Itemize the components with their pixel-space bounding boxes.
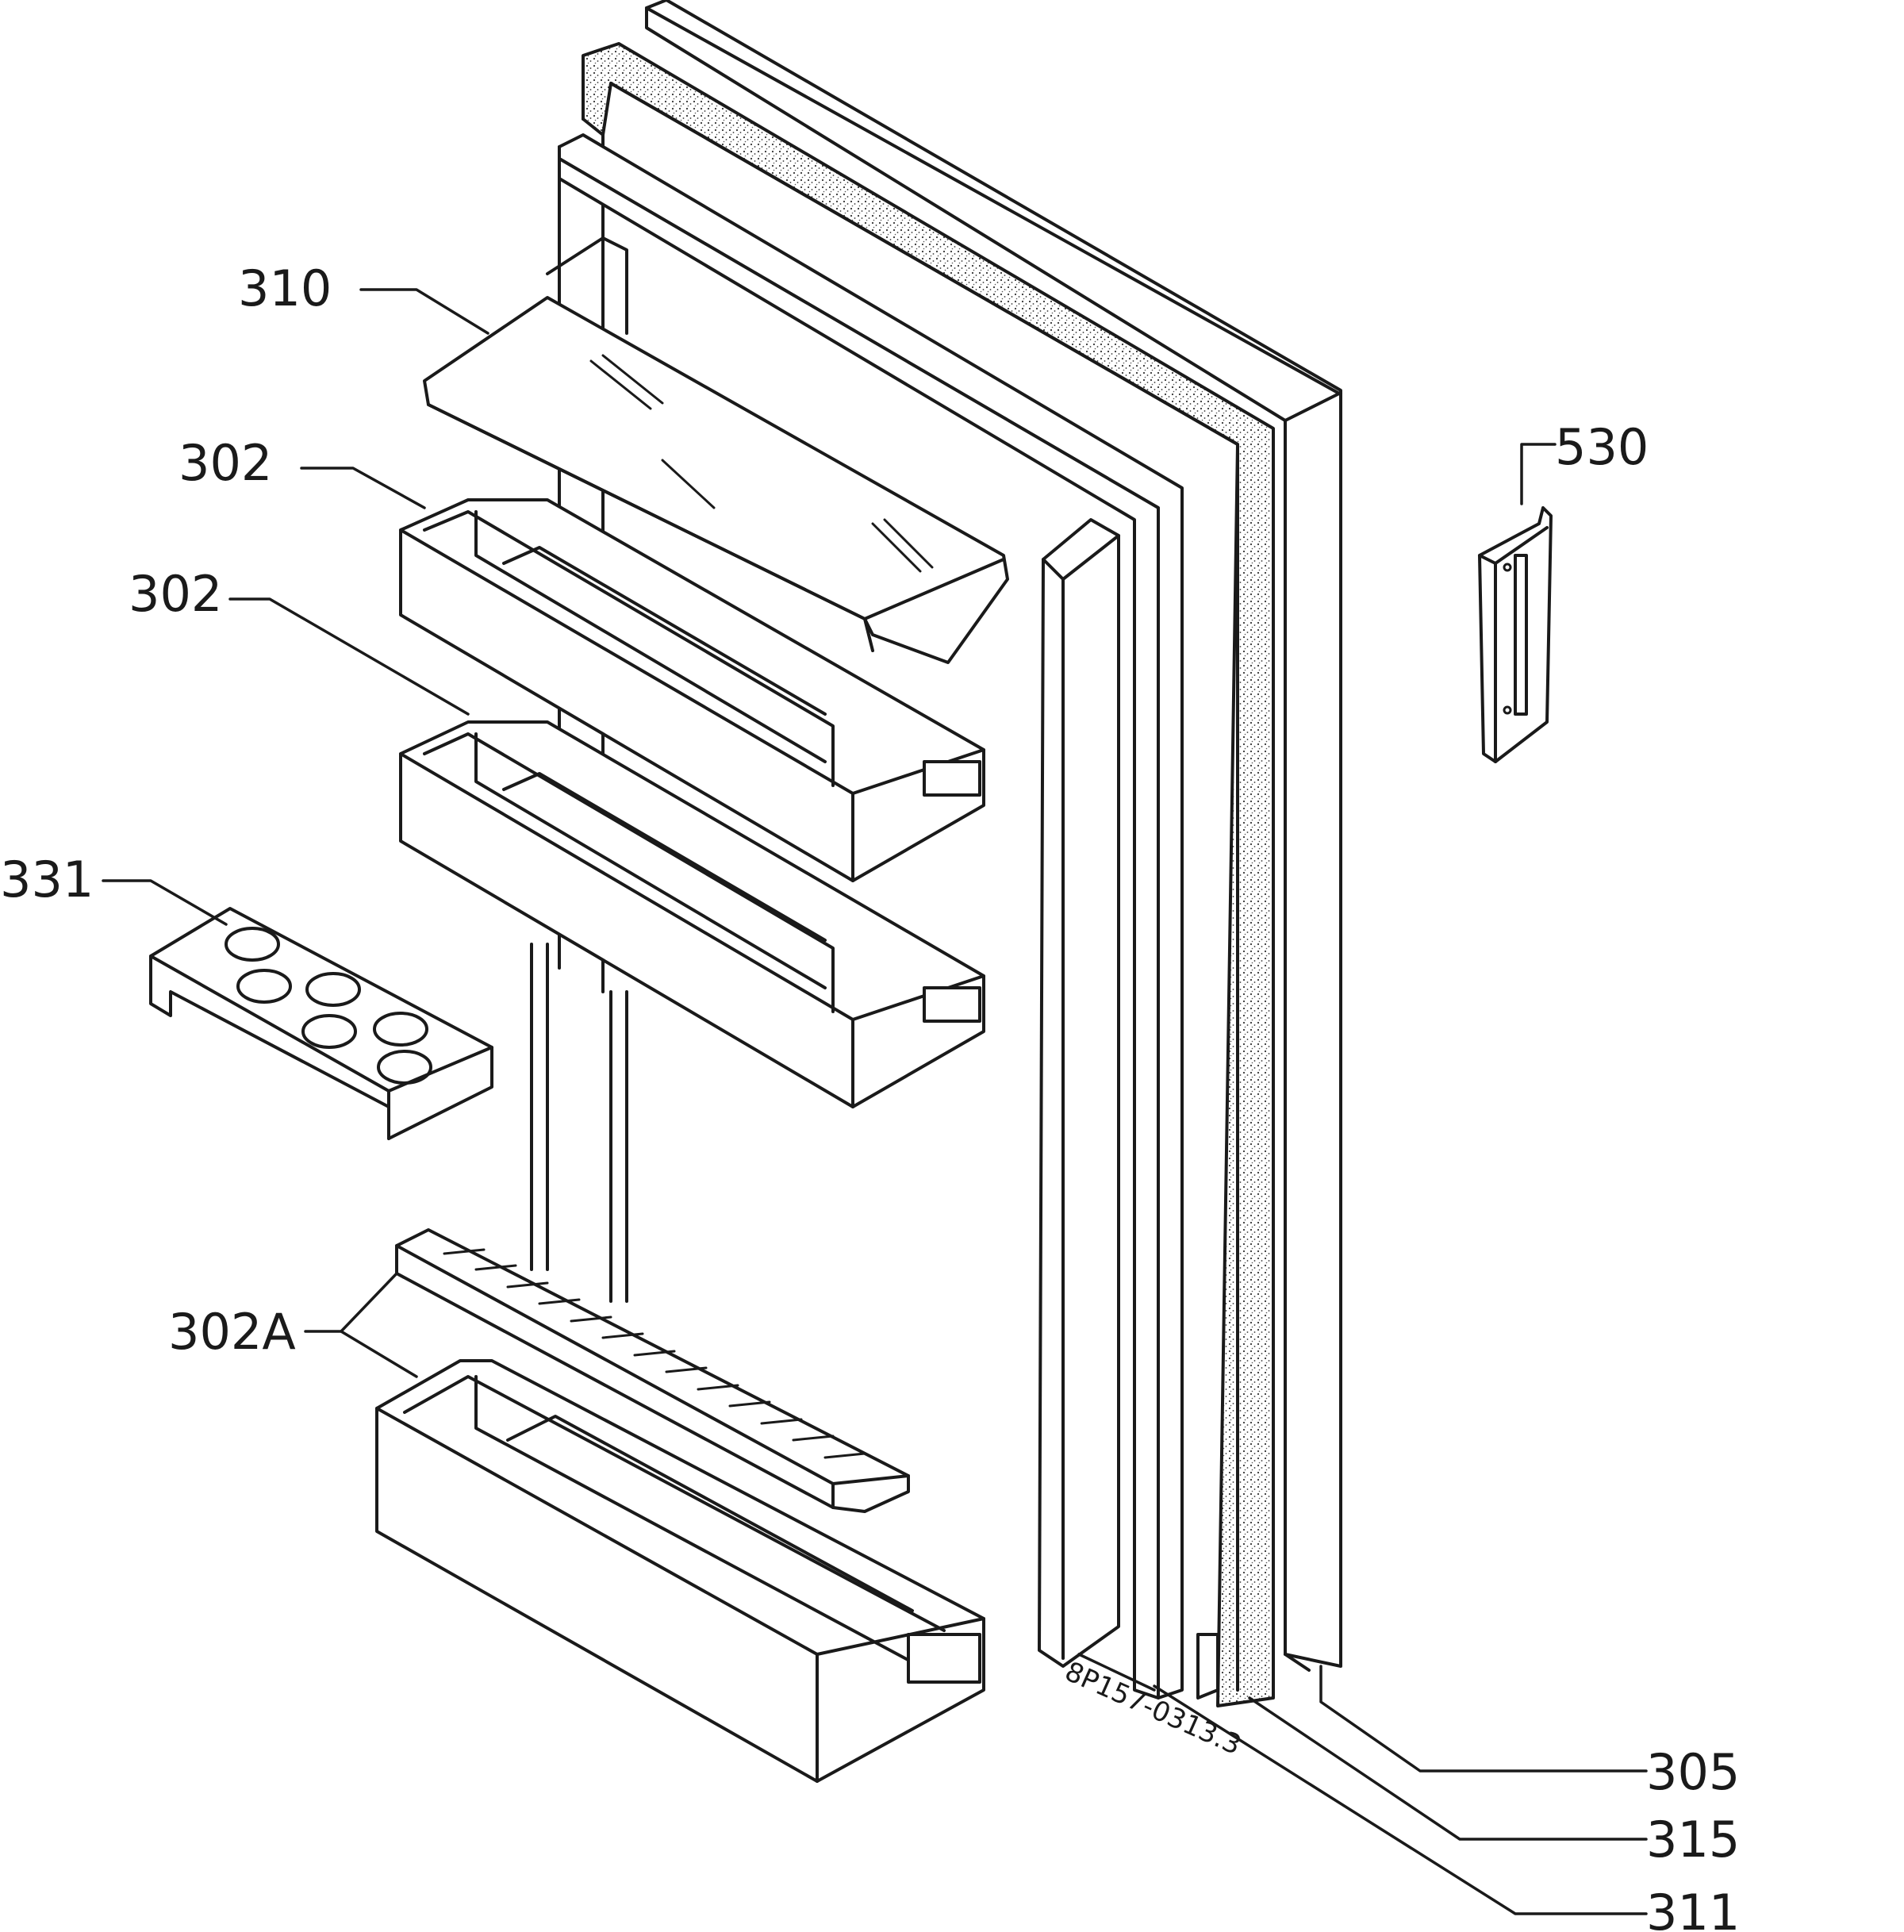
- callout-311: 311: [1646, 1884, 1740, 1932]
- door-outer-panel: [645, 0, 1342, 1672]
- callout-302-upper: 302: [178, 434, 272, 492]
- callout-302A: 302A: [168, 1303, 296, 1361]
- part-302A-bottle-shelf: [375, 1359, 985, 1783]
- shelf-support-rods: [530, 236, 628, 1303]
- leader-lines: [102, 288, 1648, 1915]
- part-310-glass-shelf: [423, 296, 1009, 664]
- part-331-egg-tray: [149, 907, 493, 1140]
- part-302-door-shelf-lower: [399, 720, 985, 1108]
- part-302A-bottle-rail: [395, 1228, 910, 1513]
- callout-310: 310: [238, 259, 332, 317]
- callout-305: 305: [1646, 1743, 1740, 1801]
- part-530-door-bracket: [1478, 506, 1553, 763]
- callout-331: 331: [0, 851, 94, 908]
- door-gasket: [582, 42, 1275, 1707]
- callout-530: 530: [1555, 418, 1649, 476]
- door-dyke-strip: [1038, 518, 1120, 1668]
- callout-302-lower: 302: [129, 565, 222, 623]
- bottle-rail-slots: [443, 1248, 866, 1459]
- part-302-door-shelf-upper: [399, 498, 985, 882]
- callout-315: 315: [1646, 1811, 1740, 1869]
